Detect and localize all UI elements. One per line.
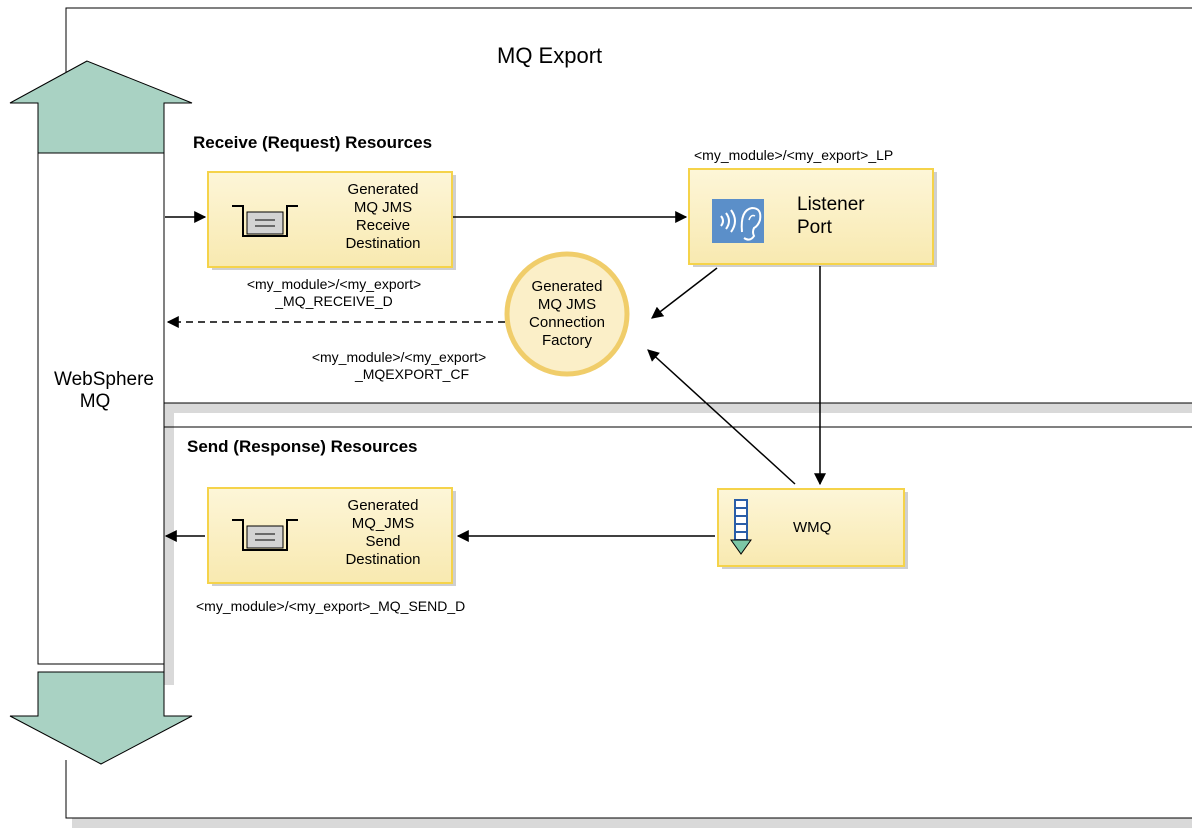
connection-factory-label: Generated MQ JMS Connection Factory: [512, 278, 622, 350]
receive-destination-caption-line-1: <my_module>/<my_export>: [246, 276, 422, 292]
edge-wmq-to-factory: [647, 349, 796, 485]
queue-icon: [232, 205, 298, 237]
listener-port-caption: <my_module>/<my_export>_LP: [694, 147, 894, 163]
receive-destination-line-2: MQ JMS: [353, 199, 413, 216]
ear-icon: [712, 199, 764, 243]
send-section-heading: Send (Response) Resources: [187, 437, 418, 456]
receive-section-heading: Receive (Request) Resources: [193, 133, 433, 152]
listener-port-label: Listener Port: [797, 193, 865, 239]
listener-port-line-2: Port: [797, 217, 832, 238]
send-destination-line-4: Destination: [345, 551, 421, 568]
ladder-arrow-icon: [730, 499, 752, 555]
diagram-title: MQ Export: [497, 43, 603, 68]
receive-destination-line-3: Receive: [355, 217, 411, 234]
connection-factory-line-4: Factory: [541, 332, 592, 349]
receive-destination-label: Generated MQ JMS Receive Destination: [320, 181, 446, 253]
send-destination-caption: <my_module>/<my_export>_MQ_SEND_D: [196, 598, 466, 614]
queue-icon: [232, 519, 298, 551]
connection-factory-line-2: MQ JMS: [537, 296, 597, 313]
listener-port-line-1: Listener: [797, 194, 865, 215]
send-destination-label: Generated MQ_JMS Send Destination: [320, 497, 446, 569]
connection-factory-circle: [504, 251, 630, 377]
websphere-label-line-1: WebSphere: [54, 369, 154, 390]
down-arrow-icon: [9, 671, 193, 765]
send-destination-line-3: Send: [365, 533, 401, 550]
websphere-mq-label: WebSphere MQ: [44, 369, 164, 413]
connection-factory-caption-line-2: _MQEXPORT_CF: [354, 366, 470, 382]
websphere-label-line-2: MQ: [79, 391, 111, 412]
send-destination-line-1: Generated: [347, 497, 419, 514]
wmq-box: [717, 488, 905, 567]
up-arrow-icon: [9, 60, 193, 154]
receive-destination-caption-line-2: _MQ_RECEIVE_D: [275, 293, 393, 309]
receive-destination-caption: <my_module>/<my_export> _MQ_RECEIVE_D: [212, 276, 456, 310]
websphere-mq-column: [37, 151, 165, 665]
send-destination-line-2: MQ_JMS: [351, 515, 415, 532]
connection-factory-caption-line-1: <my_module>/<my_export>: [311, 349, 487, 365]
connection-factory-line-3: Connection: [529, 314, 605, 331]
wmq-label: WMQ: [793, 519, 832, 536]
connection-factory-caption: <my_module>/<my_export> _MQEXPORT_CF: [286, 349, 512, 383]
frame-shadows: [72, 403, 1192, 828]
edge-listener-to-factory: [651, 267, 718, 319]
receive-destination-line-1: Generated: [347, 181, 419, 198]
connection-factory-line-1: Generated: [531, 278, 603, 295]
mq-export-bottom-frame: [65, 760, 1192, 819]
receive-destination-line-4: Destination: [345, 235, 421, 252]
connectors: [164, 211, 826, 542]
